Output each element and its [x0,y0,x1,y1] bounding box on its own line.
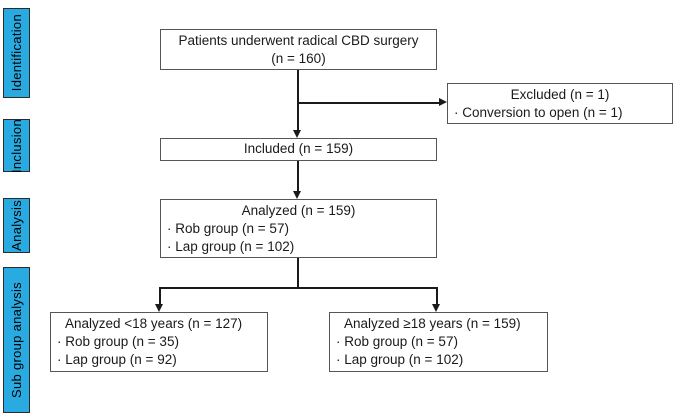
stage-identification-label: Identification [9,14,24,92]
over18-item-lap: · Lap group (n = 102) [336,352,464,367]
stage-identification: Identification [3,8,30,98]
connector-analyzed-to-split [297,257,299,289]
analyzed-item-lap: · Lap group (n = 102) [167,239,295,254]
connector-branch-to-excluded [298,102,440,104]
surgery-title: Patients underwent radical CBD surgery [178,33,419,48]
arrowhead-excluded-icon [439,98,447,106]
connector-split-to-under18 [159,288,161,306]
excluded-title: Excluded (n = 1) [510,87,610,102]
arrowhead-analyzed-icon [293,191,301,199]
stage-inclusion-label: Inclusion [9,118,24,173]
flow-box-surgery: Patients underwent radical CBD surgery (… [160,29,437,70]
under18-item-lap: · Lap group (n = 92) [57,352,177,367]
arrowhead-over18-icon [432,304,440,312]
flow-box-under18: Analyzed <18 years (n = 127) · Rob group… [50,312,268,372]
flow-box-over18: Analyzed ≥18 years (n = 159) · Rob group… [329,312,548,372]
over18-item-rob: · Rob group (n = 57) [336,334,458,349]
connector-split-horizontal [159,287,438,289]
flow-box-excluded: Excluded (n = 1) · Conversion to open (n… [447,83,673,124]
connector-split-to-over18 [436,288,438,306]
stage-subgroup-analysis: Sub group analysis [3,267,30,413]
stage-inclusion: Inclusion [3,118,30,173]
flow-box-included: Included (n = 159) [160,138,437,161]
surgery-subtitle: (n = 160) [271,51,326,66]
under18-title: Analyzed <18 years (n = 127) [65,316,243,331]
stage-analysis: Analysis [3,198,30,253]
under18-item-rob: · Rob group (n = 35) [57,334,179,349]
excluded-item: · Conversion to open (n = 1) [454,105,623,120]
included-title: Included (n = 159) [243,141,354,156]
analyzed-item-rob: · Rob group (n = 57) [167,221,289,236]
analyzed-title: Analyzed (n = 159) [241,203,356,218]
arrowhead-under18-icon [155,304,163,312]
connector-included-to-analyzed [297,161,299,193]
stage-analysis-label: Analysis [9,200,24,251]
stage-subgroup-analysis-label: Sub group analysis [9,282,24,398]
flow-box-analyzed: Analyzed (n = 159) · Rob group (n = 57) … [160,199,437,258]
over18-title: Analyzed ≥18 years (n = 159) [344,316,521,331]
arrowhead-included-icon [293,130,301,138]
connector-surgery-to-included [297,70,299,132]
